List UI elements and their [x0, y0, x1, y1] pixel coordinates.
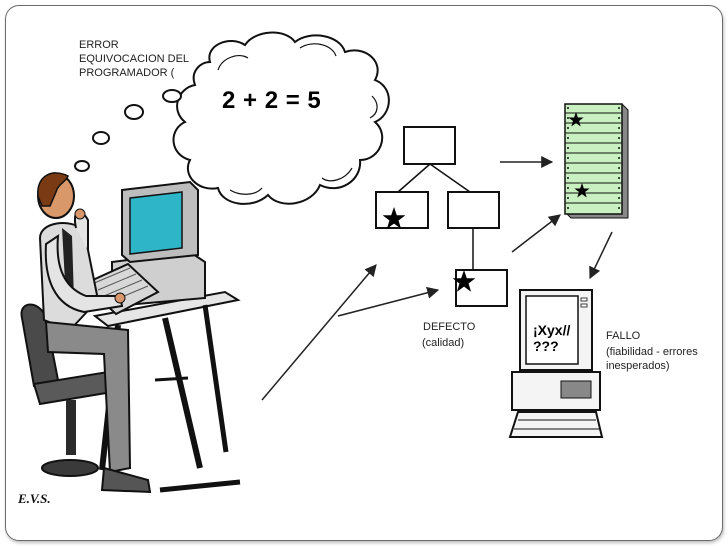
fallo-sublabel: (fiabilidad - errores inesperados)	[606, 346, 698, 372]
terminal-screen-text-2: ???	[533, 338, 559, 354]
thought-cloud	[74, 31, 390, 205]
monitor-screen	[129, 191, 183, 255]
defecto-label: DEFECTO	[423, 321, 476, 333]
signature: E.V.S.	[18, 491, 51, 506]
thought-bubble-large	[124, 104, 144, 120]
flow-box-defect	[455, 269, 508, 307]
fallo-label: FALLO	[606, 330, 641, 342]
flow-box-right	[447, 191, 500, 229]
error-label: ERROR EQUIVOCACION DEL PROGRAMADOR (	[79, 39, 189, 79]
programmer-figure	[37, 172, 152, 494]
terminal-screen-text: ¡Xyx//	[533, 322, 571, 338]
defecto-sublabel: (calidad)	[422, 337, 465, 349]
flow-arrows	[261, 156, 613, 401]
thought-bubble-largest	[162, 89, 182, 103]
thought-bubble-mid	[92, 131, 110, 145]
terminal-computer	[508, 289, 604, 438]
flow-box-left	[375, 191, 429, 229]
equation-text: 2 + 2 = 5	[222, 87, 322, 114]
programmer-computer	[82, 180, 206, 316]
flow-box-top	[403, 126, 456, 165]
thought-bubble-small	[74, 160, 90, 172]
code-listing	[564, 103, 629, 219]
flowchart	[375, 126, 508, 307]
chair	[20, 303, 114, 477]
